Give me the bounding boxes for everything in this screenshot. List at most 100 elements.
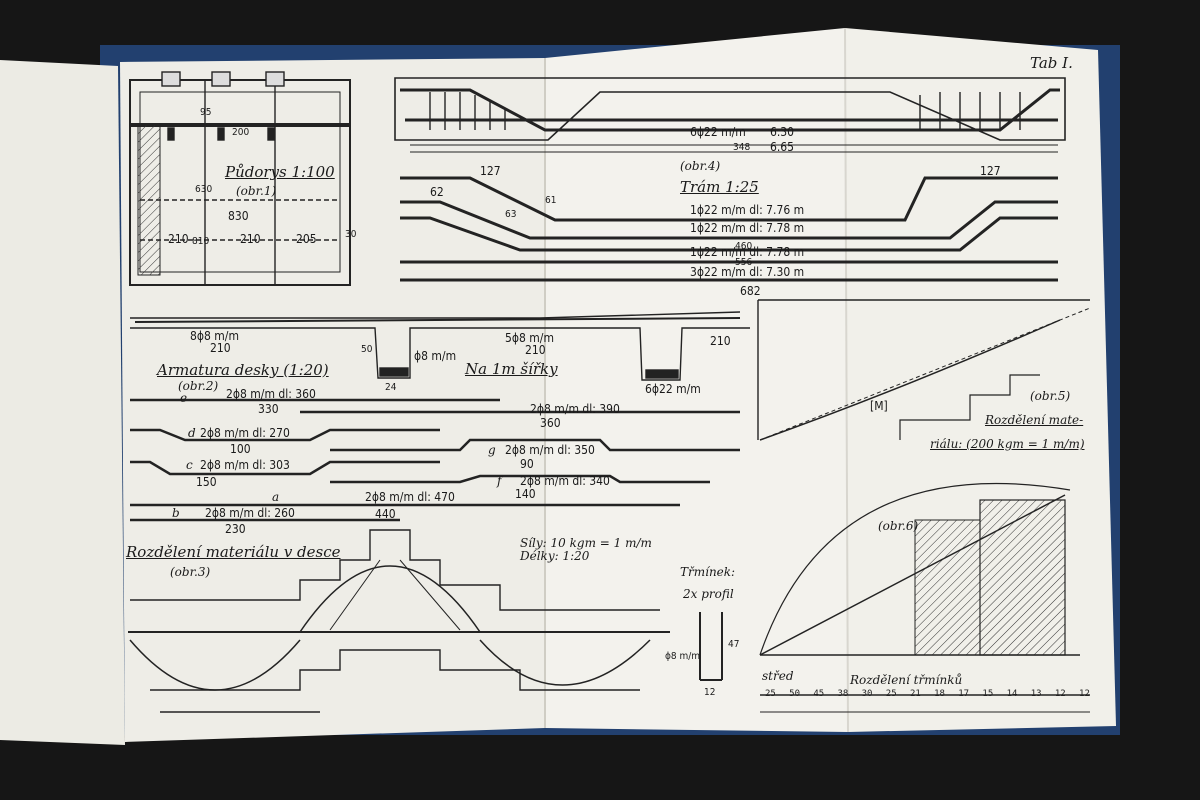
- stirrup-width: 12: [704, 687, 716, 698]
- beam-bar-dim: 6.65: [770, 140, 795, 154]
- left-page: [0, 60, 125, 745]
- fig4-title: Trám 1:25: [680, 178, 759, 196]
- schedule-mark: d: [188, 426, 196, 440]
- beam-bar-dim: 6.30: [770, 125, 795, 139]
- schedule-label: 2ϕ8 m/m dl: 350: [505, 443, 595, 457]
- fig1-dim-30: 30: [345, 229, 357, 240]
- fig5-title-line1: Rozdělení mate-: [985, 413, 1084, 427]
- beam-elevation: [394, 77, 1066, 153]
- fig2-number: (obr.2): [178, 379, 219, 393]
- fig1-title: Půdorys 1:100: [225, 163, 335, 181]
- spacing-value: 30: [861, 689, 873, 699]
- fig6-number: (obr.6): [878, 519, 919, 533]
- stirrup-profile: [699, 612, 723, 681]
- schedule-dim: 150: [196, 475, 217, 489]
- fig1-dim-205: 205: [296, 232, 317, 246]
- beam-bar-dim: 556: [735, 257, 753, 268]
- fig1-number: (obr.1): [236, 184, 277, 198]
- spacing-value: 38: [837, 689, 849, 699]
- beam-bars: [400, 176, 1058, 282]
- fig1-dim-830: 830: [228, 209, 249, 223]
- spacing-value: 12: [1054, 689, 1066, 699]
- beam-bar-label: 1ϕ22 m/m dl: 7.76 m: [690, 203, 805, 217]
- fig1-dim-210: 210: [240, 232, 261, 246]
- schedule-mark: f: [497, 474, 502, 488]
- schedule-mark: c: [186, 458, 193, 472]
- schedule-mark: e: [180, 391, 188, 405]
- slab-bar-label: 5ϕ8 m/m: [505, 331, 554, 345]
- schedule-label: 2ϕ8 m/m dl: 390: [530, 402, 620, 416]
- beam-bar-label: 3ϕ22 m/m dl: 7.30 m: [690, 265, 805, 279]
- beam-bend-62: 62: [430, 185, 444, 199]
- schedule-dim: 90: [520, 457, 534, 471]
- beam-bar-label: 6ϕ22 m/m: [690, 125, 746, 139]
- spacing-value: 25: [885, 689, 897, 699]
- spacing-value: 12: [1079, 689, 1090, 699]
- slab-bar-dim: 210: [210, 341, 231, 355]
- schedule-label: 2ϕ8 m/m dl: 270: [200, 426, 290, 440]
- fig5-moment-label: [M]: [870, 399, 888, 413]
- spacing-value: 13: [1030, 689, 1042, 699]
- fig5-title-line2: riálu: (200 kgm = 1 m/m): [930, 437, 1085, 451]
- slab-bar-dim: 210: [525, 343, 546, 357]
- fig3-scale-forces: Síly: 10 kgm = 1 m/m: [520, 536, 652, 550]
- beam-bar-dim: 348: [733, 142, 751, 153]
- stirrup-title: Třmínek:: [680, 565, 736, 579]
- plan-drawing: [129, 71, 351, 286]
- schedule-label: 2ϕ8 m/m dl: 340: [520, 474, 610, 488]
- fig3-title: Rozdělení materiálu v desce: [126, 543, 341, 561]
- schedule-dim: 140: [515, 487, 536, 501]
- schedule-label: 2ϕ8 m/m dl: 470: [365, 490, 455, 504]
- schedule-dim: 440: [375, 507, 396, 521]
- beam-bar-label: 1ϕ22 m/m dl: 7.78 m: [690, 245, 805, 259]
- schedule-dim: 360: [540, 416, 561, 430]
- stirrup-profile: 2x profil: [683, 587, 734, 601]
- stirrup-height: 47: [728, 639, 740, 650]
- stirrup-distribution-label: Rozdělení třmínků: [850, 673, 963, 687]
- stirrup-diameter: ϕ8 m/m: [665, 651, 701, 662]
- slab-bar-label: 8ϕ8 m/m: [190, 329, 239, 343]
- beam-overall-dim: 682: [740, 284, 761, 298]
- schedule-mark: g: [488, 443, 496, 457]
- schedule-label: 2ϕ8 m/m dl: 260: [205, 506, 295, 520]
- fig4-number: (obr.4): [680, 159, 721, 173]
- plate-middle: [545, 28, 848, 732]
- stirrup-center-label: střed: [762, 669, 794, 683]
- bar-schedule-lines: [130, 398, 740, 522]
- spacing-value: 45: [813, 689, 825, 699]
- schedule-label: 2ϕ8 m/m dl: 360: [226, 387, 316, 401]
- fig5-number: (obr.5): [1030, 389, 1071, 403]
- slab-span-dim: 210: [710, 334, 731, 348]
- beam-bend-63: 63: [505, 209, 517, 220]
- slab-section: [130, 311, 750, 381]
- schedule-dim: 100: [230, 442, 251, 456]
- fig1-dim-200: 200: [232, 127, 250, 138]
- spacing-value: 15: [982, 689, 994, 699]
- schedule-dim: 330: [258, 402, 279, 416]
- fig2-width-note: Na 1m šířky: [465, 360, 558, 378]
- spacing-value: 25: [765, 689, 776, 699]
- rib-width: 24: [385, 382, 397, 393]
- rib-bar: 6ϕ22 m/m: [645, 382, 701, 396]
- slab-material-diagram: [128, 529, 670, 713]
- fig1-dim-95: 95: [200, 107, 212, 118]
- fig1-dim-210b: 210: [168, 232, 189, 246]
- schedule-dim: 230: [225, 522, 246, 536]
- fig2-title: Armatura desky (1:20): [157, 361, 329, 379]
- slab-depth: 50: [361, 344, 373, 355]
- moment-diagram-fig5: [757, 299, 1091, 441]
- beam-bar-dim: 460: [735, 241, 753, 252]
- spacing-value: 21: [909, 689, 921, 699]
- fig1-dim-810: 810: [192, 236, 210, 247]
- beam-bar-label: 1ϕ22 m/m dl: 7.78 m: [690, 221, 805, 235]
- fig3-scale-lengths: Délky: 1:20: [520, 549, 590, 563]
- spacing-value: 14: [1006, 689, 1018, 699]
- schedule-mark: b: [172, 506, 180, 520]
- shear-diagram-fig6: [759, 482, 1090, 713]
- schedule-label: 2ϕ8 m/m dl: 303: [200, 458, 290, 472]
- stirrup-spacing-row: 25 50 45 38 30 25 21 18 17 15 14 13 12 1…: [765, 689, 1090, 701]
- beam-bend-61: 61: [545, 195, 557, 206]
- spacing-value: 18: [934, 689, 945, 699]
- fig3-number: (obr.3): [170, 565, 211, 579]
